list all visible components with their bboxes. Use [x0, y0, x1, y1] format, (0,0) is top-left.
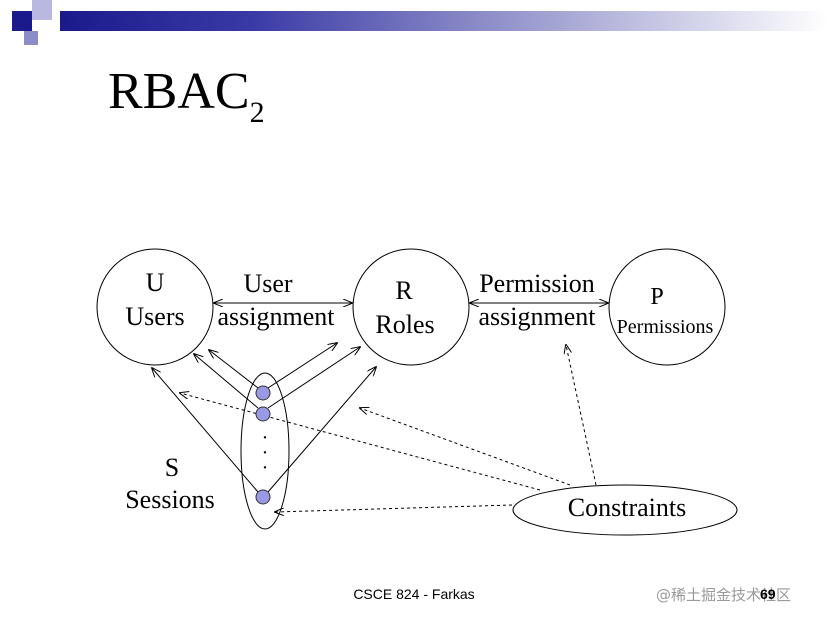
users-letter: U [145, 268, 165, 297]
sessions-label: Sessions [125, 485, 215, 514]
permissions-letter: P [650, 284, 664, 310]
header-square-mid [24, 31, 38, 45]
session-user-arrows [152, 350, 259, 493]
title-main: RBAC [108, 63, 250, 120]
sessions-ellipse [240, 372, 290, 530]
roles-letter: R [395, 276, 413, 305]
header-gradient-bar [60, 11, 828, 31]
permission-assignment-line2: assignment [478, 302, 596, 331]
session-dot [255, 385, 271, 401]
slide-title: RBAC2 [108, 62, 265, 130]
users-circle [96, 248, 214, 366]
session-dot [255, 489, 271, 505]
page-number: 69 [760, 586, 776, 602]
sessions-ellipsis: · · · [261, 427, 269, 479]
user-assignment-line1: User [243, 269, 293, 298]
session-dot [255, 406, 271, 422]
header-square-light [32, 0, 52, 20]
permissions-circle [608, 248, 726, 366]
permission-assignment-line1: Permission [479, 269, 595, 298]
sessions-letter: S [164, 453, 180, 482]
roles-circle [352, 248, 470, 366]
footer-course: CSCE 824 - Farkas [353, 586, 475, 602]
title-subscript: 2 [249, 96, 265, 129]
user-assignment-line2: assignment [217, 302, 335, 331]
session-role-arrows [267, 343, 376, 493]
constraints-label: Constraints [567, 493, 687, 522]
watermark: @稀土掘金技术社区 [656, 586, 792, 604]
header-square-dark [12, 11, 32, 31]
constraint-arrows [180, 345, 597, 512]
roles-label: Roles [375, 310, 435, 339]
constraints-ellipse [512, 484, 738, 536]
permissions-label: Permissions [616, 316, 714, 338]
users-label: Users [125, 302, 185, 331]
